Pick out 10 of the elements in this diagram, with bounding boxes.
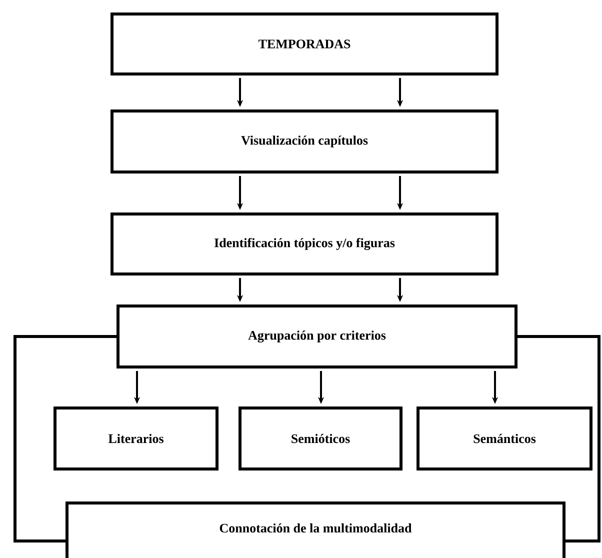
process-box: Literarios — [54, 406, 218, 470]
process-box: Semióticos — [238, 406, 402, 470]
process-box: Semánticos — [416, 406, 592, 470]
process-box: TEMPORADAS — [110, 12, 498, 76]
process-box: Identificación tópicos y/o figuras — [110, 212, 498, 276]
connector-line — [518, 335, 600, 542]
process-box: Agrupación por criterios — [116, 304, 518, 368]
process-box: Visualización capítulos — [110, 110, 498, 174]
process-box: Connotación de la multimodalidad — [66, 502, 566, 558]
connector-line — [14, 335, 116, 542]
